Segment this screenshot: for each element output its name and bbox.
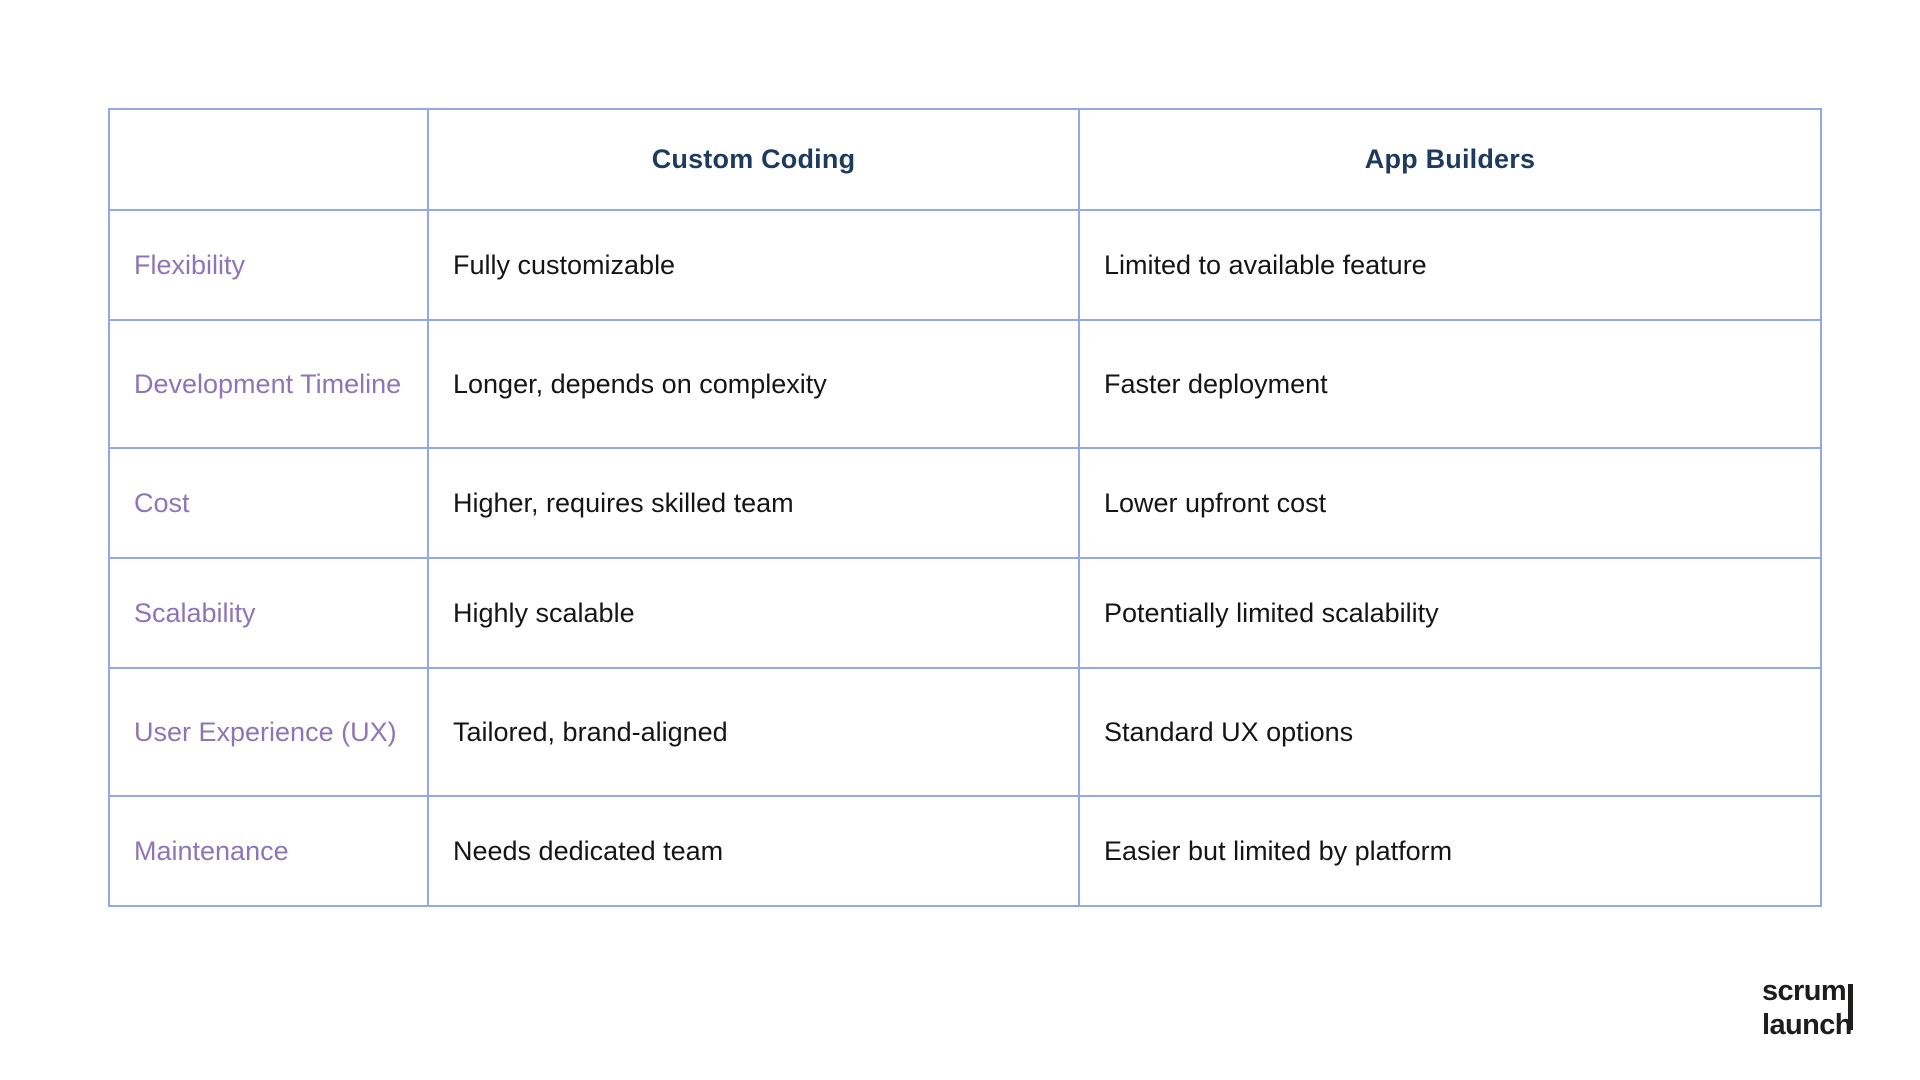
value-custom-coding-development-timeline: Longer, depends on complexity xyxy=(427,319,1080,449)
header-cell-corner xyxy=(108,108,429,211)
feature-label-flexibility: Flexibility xyxy=(108,209,429,321)
scrum-launch-logo: scrum launch xyxy=(1762,972,1894,1044)
svg-text:launch: launch xyxy=(1762,1009,1852,1041)
feature-label-development-timeline: Development Timeline xyxy=(108,319,429,449)
header-cell-custom-coding: Custom Coding xyxy=(427,108,1080,211)
value-app-builders-flexibility: Limited to available feature xyxy=(1078,209,1822,321)
table-header: Custom Coding App Builders xyxy=(108,108,1822,211)
table-row: Cost Higher, requires skilled team Lower… xyxy=(108,447,1822,559)
svg-text:scrum: scrum xyxy=(1762,975,1846,1007)
header-cell-app-builders: App Builders xyxy=(1078,108,1822,211)
table-row: User Experience (UX) Tailored, brand-ali… xyxy=(108,667,1822,797)
value-custom-coding-scalability: Highly scalable xyxy=(427,557,1080,669)
value-app-builders-scalability: Potentially limited scalability xyxy=(1078,557,1822,669)
value-custom-coding-maintenance: Needs dedicated team xyxy=(427,795,1080,907)
feature-label-user-experience: User Experience (UX) xyxy=(108,667,429,797)
table-row: Scalability Highly scalable Potentially … xyxy=(108,557,1822,669)
table-body: Flexibility Fully customizable Limited t… xyxy=(108,209,1822,907)
value-custom-coding-user-experience: Tailored, brand-aligned xyxy=(427,667,1080,797)
feature-label-maintenance: Maintenance xyxy=(108,795,429,907)
feature-label-cost: Cost xyxy=(108,447,429,559)
value-app-builders-maintenance: Easier but limited by platform xyxy=(1078,795,1822,907)
value-custom-coding-flexibility: Fully customizable xyxy=(427,209,1080,321)
table-row: Development Timeline Longer, depends on … xyxy=(108,319,1822,449)
header-row: Custom Coding App Builders xyxy=(108,108,1822,211)
table-row: Maintenance Needs dedicated team Easier … xyxy=(108,795,1822,907)
value-app-builders-cost: Lower upfront cost xyxy=(1078,447,1822,559)
feature-label-scalability: Scalability xyxy=(108,557,429,669)
table-row: Flexibility Fully customizable Limited t… xyxy=(108,209,1822,321)
value-custom-coding-cost: Higher, requires skilled team xyxy=(427,447,1080,559)
comparison-table: Custom Coding App Builders Flexibility F… xyxy=(108,108,1822,907)
value-app-builders-user-experience: Standard UX options xyxy=(1078,667,1822,797)
value-app-builders-development-timeline: Faster deployment xyxy=(1078,319,1822,449)
comparison-table-container: Custom Coding App Builders Flexibility F… xyxy=(108,108,1822,907)
